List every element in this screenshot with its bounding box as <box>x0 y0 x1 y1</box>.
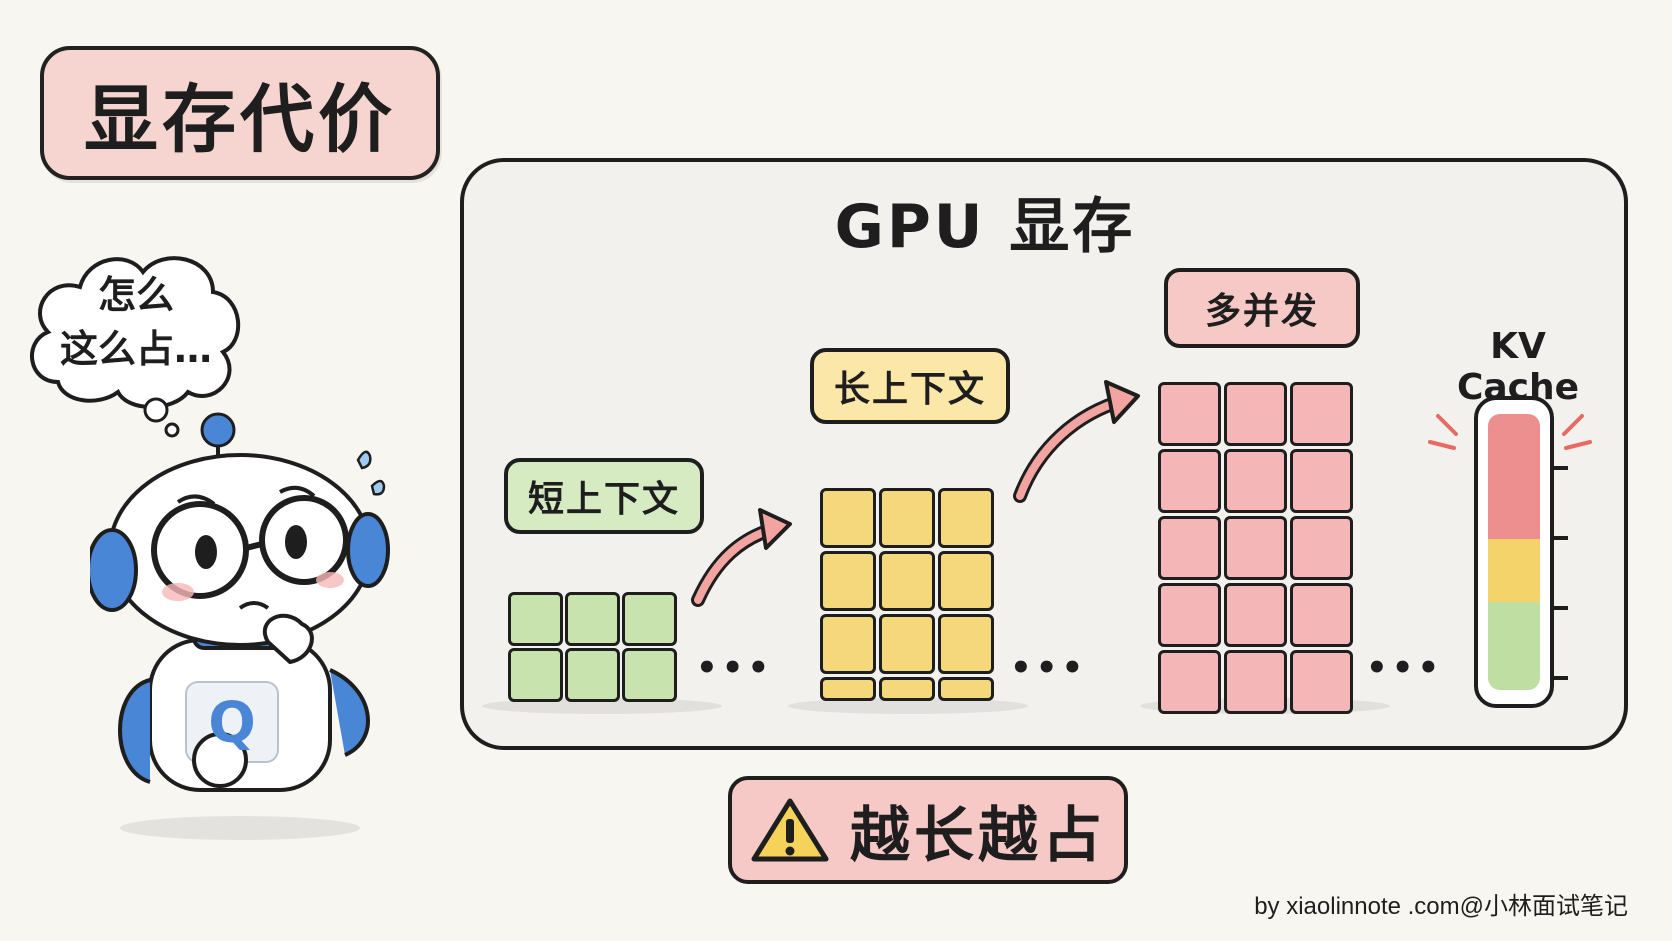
short-context-label: 短上下文 <box>504 458 704 534</box>
multi-ellipsis: ••• <box>1366 648 1444 688</box>
memory-block <box>1224 583 1287 647</box>
growth-arrow-2 <box>1013 380 1140 503</box>
memory-block <box>1290 516 1353 580</box>
memory-block <box>1290 382 1353 446</box>
memory-block <box>820 551 876 611</box>
memory-block <box>1158 382 1221 446</box>
memory-block <box>1224 516 1287 580</box>
short-context-text: 短上下文 <box>527 479 680 520</box>
memory-block <box>565 592 620 646</box>
memory-block <box>879 551 935 611</box>
memory-block <box>1290 650 1353 714</box>
alert-burst-icon <box>1428 414 1592 450</box>
memory-block <box>1290 449 1353 513</box>
kv-level-low <box>1488 602 1540 690</box>
thought-line-1: 怎么 <box>97 273 174 317</box>
warning-box: 越长越占 <box>728 776 1128 884</box>
multi-concurrency-label: 多并发 <box>1164 268 1360 348</box>
memory-block <box>938 551 994 611</box>
memory-block <box>879 614 935 674</box>
memory-block <box>938 614 994 674</box>
memory-block <box>622 592 677 646</box>
memory-block <box>1158 583 1221 647</box>
thought-line-2: 这么占… <box>59 327 212 371</box>
robot-mascot: Q <box>90 412 390 840</box>
memory-block <box>1158 516 1221 580</box>
long-ellipsis: ••• <box>1010 648 1088 688</box>
title-box: 显存代价 <box>40 46 440 180</box>
memory-block <box>508 648 563 702</box>
memory-block <box>622 648 677 702</box>
gpu-panel-title: GPU 显存 <box>834 192 1136 262</box>
thought-text: 怎么 这么占… <box>48 268 224 376</box>
memory-block <box>1290 583 1353 647</box>
warning-icon <box>751 798 829 862</box>
kv-level-high <box>1488 414 1540 540</box>
memory-block <box>938 677 994 701</box>
memory-block <box>1224 449 1287 513</box>
short-ellipsis: ••• <box>696 648 774 688</box>
growth-arrow-1 <box>691 508 792 607</box>
memory-block <box>508 592 563 646</box>
kv-cache-levels <box>1488 414 1540 690</box>
memory-block <box>1224 650 1287 714</box>
long-block-shadow <box>788 698 1028 714</box>
footer-credit: by xiaolinnote .com@小林面试笔记 <box>1254 893 1628 920</box>
memory-block <box>565 648 620 702</box>
memory-block <box>1158 650 1221 714</box>
long-context-label: 长上下文 <box>810 348 1010 424</box>
thought-bubble <box>30 256 241 438</box>
memory-block <box>879 488 935 548</box>
kv-gauge-ticks <box>1550 466 1568 680</box>
memory-block <box>938 488 994 548</box>
kv-cache-gauge <box>1474 396 1554 708</box>
memory-block <box>820 614 876 674</box>
robot-chest-letter: Q <box>208 691 256 756</box>
long-context-text: 长上下文 <box>833 369 986 410</box>
kv-level-mid <box>1488 539 1540 603</box>
memory-block <box>1224 382 1287 446</box>
multi-concurrency-text: 多并发 <box>1204 291 1319 332</box>
memory-block <box>1158 449 1221 513</box>
memory-block <box>879 677 935 701</box>
warning-text: 越长越占 <box>850 800 1106 871</box>
page-title: 显存代价 <box>84 76 396 163</box>
memory-block <box>820 677 876 701</box>
short-block-shadow <box>482 698 722 714</box>
memory-block <box>820 488 876 548</box>
